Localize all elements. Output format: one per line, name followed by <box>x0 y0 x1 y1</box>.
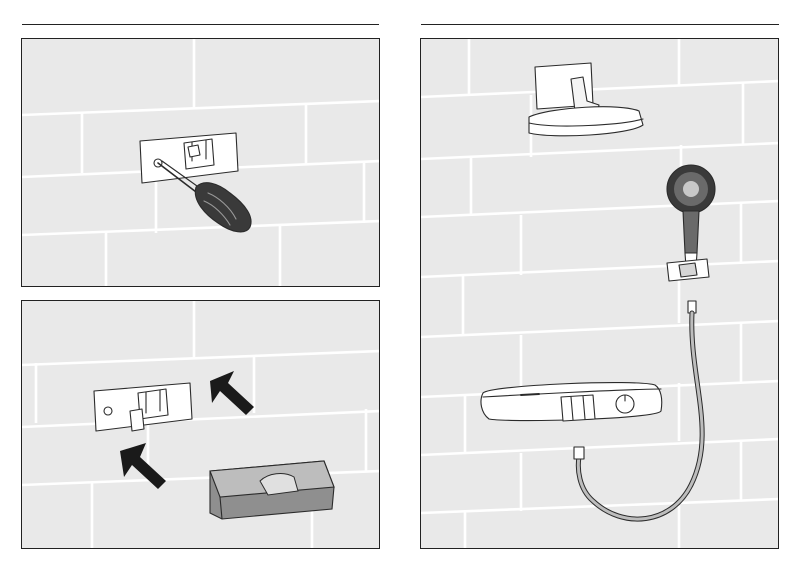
attach-cover-illustration <box>22 301 379 548</box>
assembled-shower-illustration <box>421 39 778 548</box>
tile-wall <box>22 301 379 548</box>
arrow-top-icon <box>210 371 254 415</box>
thermostat-shelf <box>480 382 663 422</box>
header-rule-right <box>421 24 779 25</box>
bracket-screw-illustration <box>22 39 379 286</box>
overhead-shower <box>528 62 644 137</box>
panel-assembled-set <box>420 38 779 549</box>
header-rule-left <box>22 24 379 25</box>
panel-attach-cover <box>21 300 380 549</box>
shower-hose <box>573 300 705 522</box>
arrow-bottom-icon <box>120 443 166 489</box>
panel-mount-bracket <box>21 38 380 287</box>
bracket-cover <box>209 460 335 520</box>
wall-bracket <box>139 132 239 184</box>
hand-shower <box>666 164 716 268</box>
screwdriver <box>157 160 252 233</box>
hand-shower-holder <box>666 258 710 282</box>
tile-wall <box>22 39 379 286</box>
wall-bracket <box>93 382 193 432</box>
